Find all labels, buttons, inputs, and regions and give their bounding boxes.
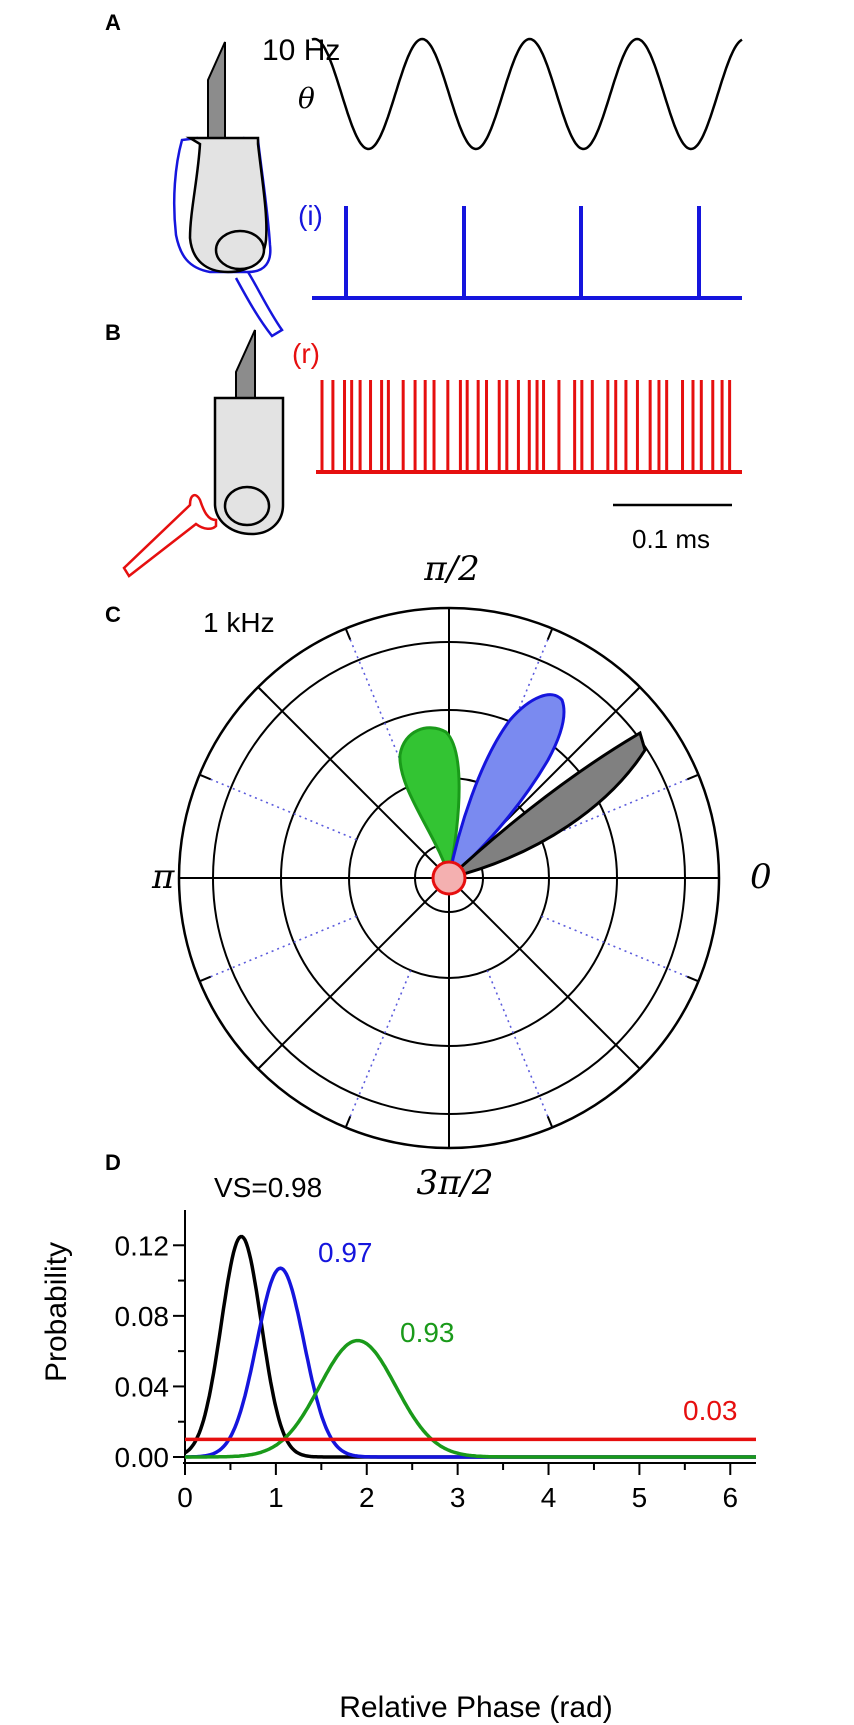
y-axis-title: Probability	[40, 1242, 73, 1382]
polar-tick	[546, 628, 554, 641]
polar-tick	[686, 773, 699, 781]
polar-tick	[344, 628, 352, 641]
series-label: 0.03	[683, 1395, 738, 1426]
panel-c-letter: C	[105, 602, 121, 627]
angle-label-top: π/2	[423, 549, 479, 589]
polar-tick	[630, 686, 641, 697]
y-tick-label: 0.12	[115, 1230, 170, 1261]
curve-0.93	[185, 1338, 756, 1459]
wave-frequency-label: 10 Hz	[262, 34, 340, 67]
angle-label-right: 0	[750, 857, 772, 897]
polar-tick	[344, 1115, 352, 1128]
angle-label-left: π	[151, 857, 175, 897]
label-i: (i)	[298, 200, 323, 231]
x-tick-label: 2	[359, 1482, 375, 1513]
y-tick-label: 0.08	[115, 1301, 170, 1332]
polar-tick	[257, 686, 268, 697]
stereocilia-bundle-a	[207, 41, 226, 141]
angle-label-bottom: 3π/2	[416, 1163, 493, 1203]
nucleus-a	[214, 229, 266, 271]
theta-label: θ	[298, 82, 315, 115]
polar-dotted-spoke	[199, 915, 357, 983]
polar-tick	[546, 1115, 554, 1128]
polar-tick	[630, 1059, 641, 1070]
type-ii-afferent	[122, 493, 218, 578]
panel-a-letter: A	[105, 10, 121, 35]
series-label: VS=0.98	[214, 1172, 322, 1203]
polar-tick	[199, 773, 212, 781]
polar-dotted-spoke	[541, 773, 699, 841]
petal-blue	[446, 693, 566, 882]
polar-tick	[199, 975, 212, 983]
spike-train-i	[312, 206, 742, 300]
x-tick-label: 6	[722, 1482, 738, 1513]
label-r: (r)	[292, 338, 320, 369]
curve-VS=0.98	[184, 1234, 756, 1459]
petal-green	[398, 726, 461, 879]
polar-dotted-spoke	[344, 628, 412, 786]
theta-wave	[311, 37, 743, 151]
y-tick-label: 0.00	[115, 1442, 170, 1473]
polar-dotted-spoke	[486, 970, 554, 1128]
panel-b-letter: B	[105, 320, 121, 345]
afferent-fiber	[234, 271, 284, 338]
polar-dotted-spoke	[199, 773, 357, 841]
x-tick-label: 1	[268, 1482, 284, 1513]
polar-tick	[686, 975, 699, 983]
polar-spoke	[448, 877, 641, 1070]
series-label: 0.97	[318, 1237, 373, 1268]
time-scale-label: 0.1 ms	[632, 524, 710, 554]
polar-dotted-spoke	[541, 915, 699, 983]
x-tick-label: 0	[177, 1482, 193, 1513]
chart-labels: VS=0.98 0.97 0.93 0.03	[214, 1172, 738, 1426]
polar-frequency-label: 1 kHz	[203, 607, 275, 638]
x-tick-label: 3	[450, 1482, 466, 1513]
polar-dotted-spoke	[344, 970, 412, 1128]
x-axis-title: Relative Phase (rad)	[339, 1691, 612, 1724]
polar-tick	[257, 1059, 268, 1070]
nucleus-b	[223, 485, 271, 527]
inner-hair-cell-drawing	[172, 41, 284, 338]
series-label: 0.93	[400, 1317, 455, 1348]
curve-0.97	[185, 1266, 756, 1459]
petal-black	[447, 730, 647, 880]
stereocilia-bundle-b	[235, 329, 256, 399]
x-tick-label: 5	[632, 1482, 648, 1513]
polar-dotted-spoke	[486, 628, 554, 786]
chart-curves	[184, 1234, 756, 1459]
panel-d-letter: D	[105, 1150, 121, 1175]
polar-spoke	[257, 877, 450, 1070]
x-tick-label: 4	[541, 1482, 557, 1513]
polar-spoke	[257, 686, 450, 879]
y-tick-label: 0.04	[115, 1371, 170, 1402]
outer-hair-cell-drawing	[122, 329, 285, 578]
red-circle	[431, 860, 467, 896]
chart-axes: 0.00 0.04 0.08 0.12 0 1 2 3 4 5 6	[115, 1210, 756, 1513]
spike-train-r	[316, 380, 742, 474]
